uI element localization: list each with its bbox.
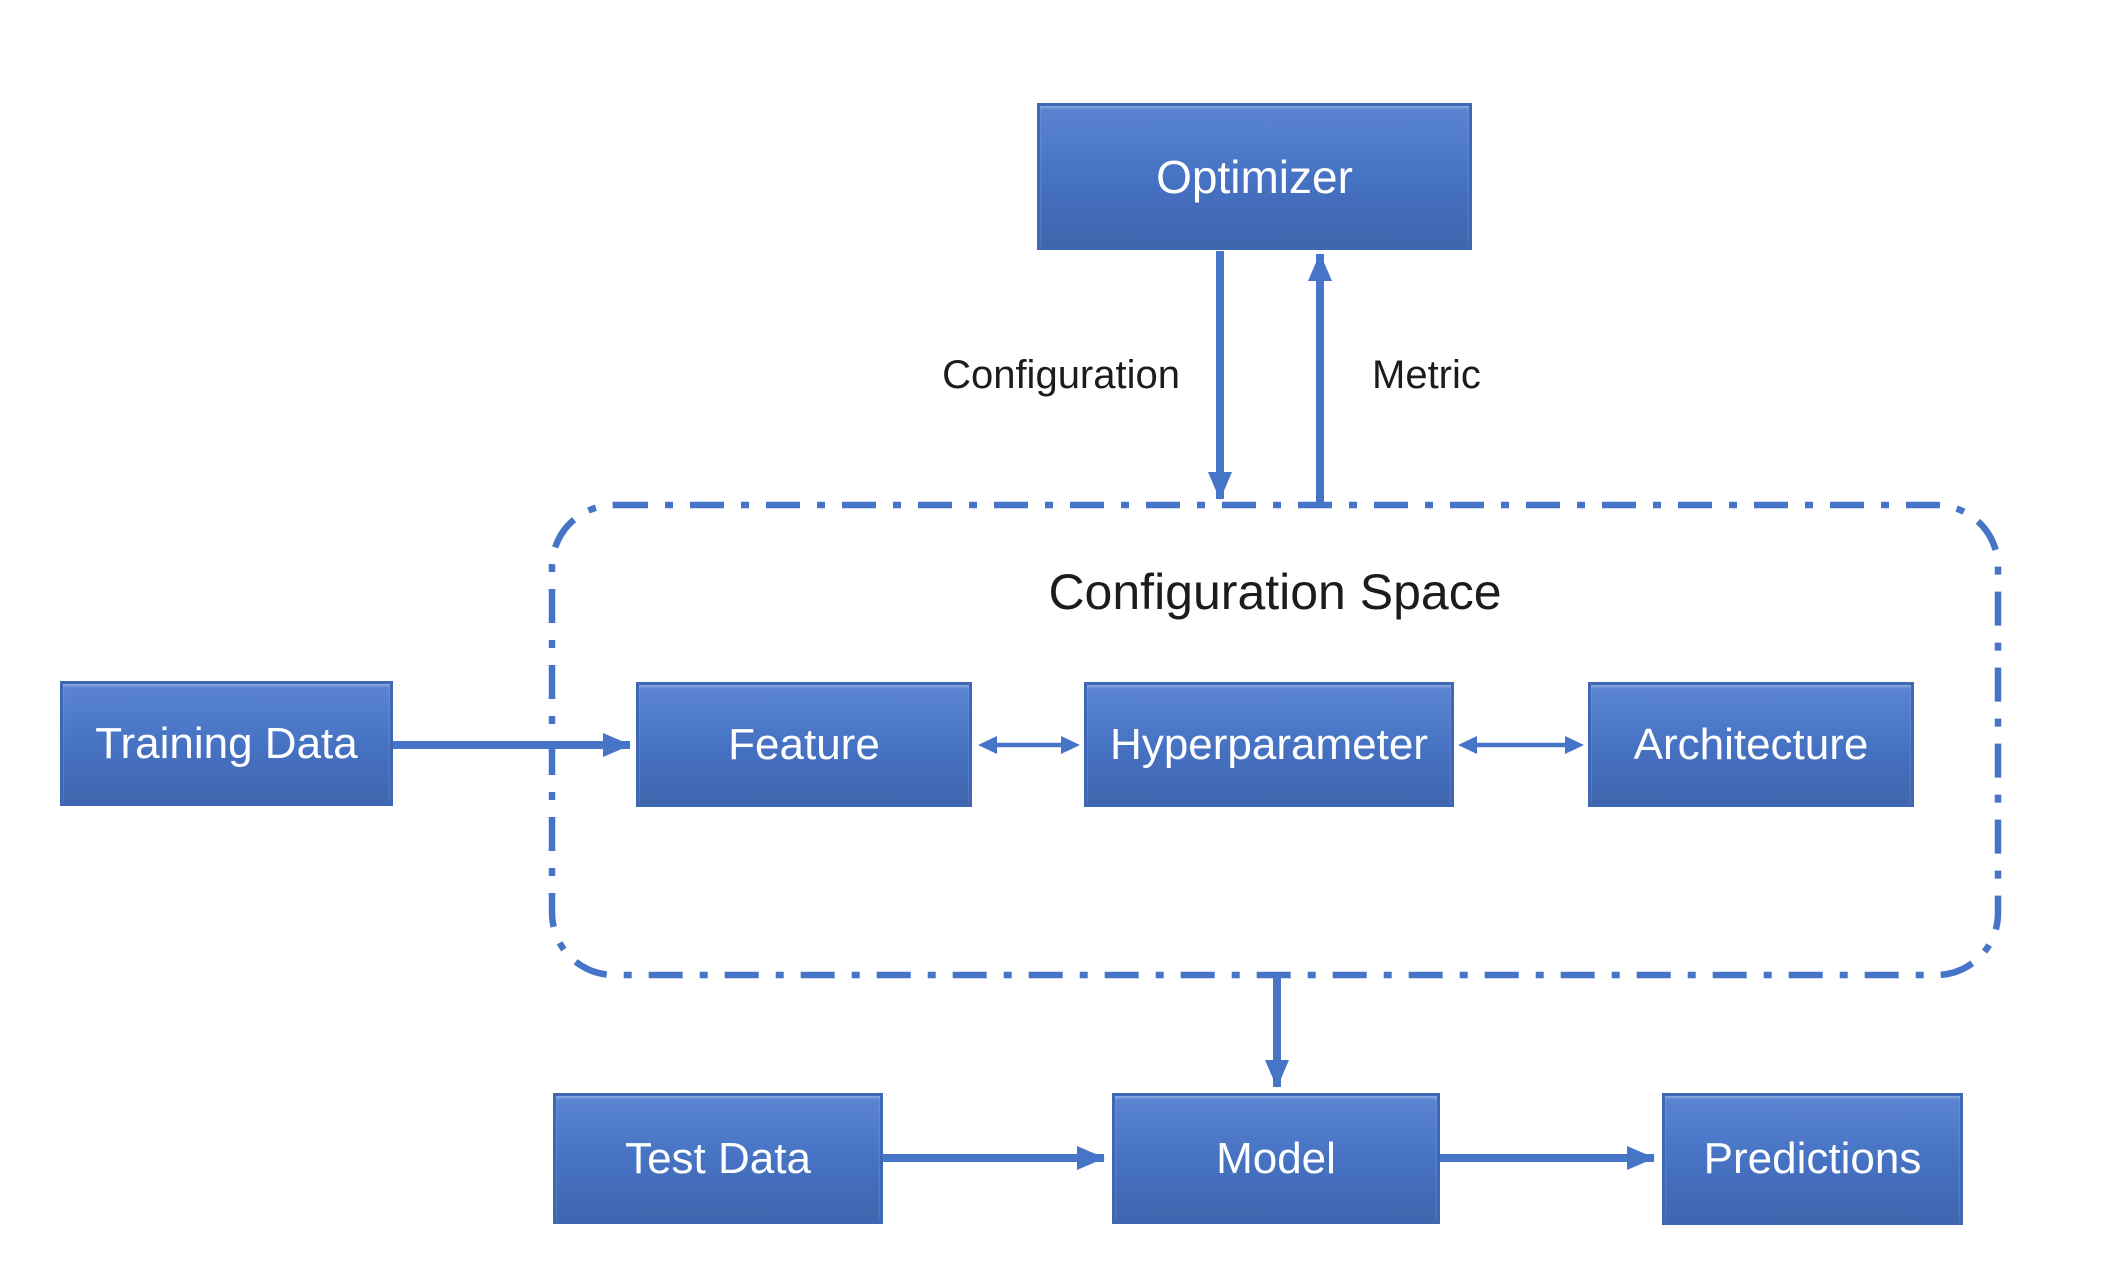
arrowhead-left-feature [978,736,997,754]
node-optimizer-label: Optimizer [1156,150,1353,203]
configuration-space-title: Configuration Space [1048,564,1502,620]
node-hyperparameter: Hyperparameter [1084,682,1454,807]
node-predictions: Predictions [1662,1093,1963,1225]
node-test-data-label: Test Data [625,1133,811,1183]
node-model: Model [1112,1093,1440,1224]
node-training-data-label: Training Data [95,718,358,768]
node-feature: Feature [636,682,972,807]
node-optimizer: Optimizer [1037,103,1472,250]
node-hyperparameter-label: Hyperparameter [1110,719,1428,769]
node-test-data: Test Data [553,1093,883,1224]
node-architecture-label: Architecture [1633,719,1869,769]
node-predictions-label: Predictions [1703,1134,1922,1183]
arrowhead-left-hyperparameter [1458,736,1477,754]
edge-label-configuration: Configuration [942,353,1180,397]
node-training-data: Training Data [60,681,393,806]
arrowhead-right-hyperparameter [1061,736,1080,754]
node-model-label: Model [1216,1133,1336,1183]
arrowhead-right-architecture [1565,736,1584,754]
edge-label-metric: Metric [1372,353,1481,397]
node-feature-label: Feature [728,719,880,769]
node-architecture: Architecture [1588,682,1914,807]
